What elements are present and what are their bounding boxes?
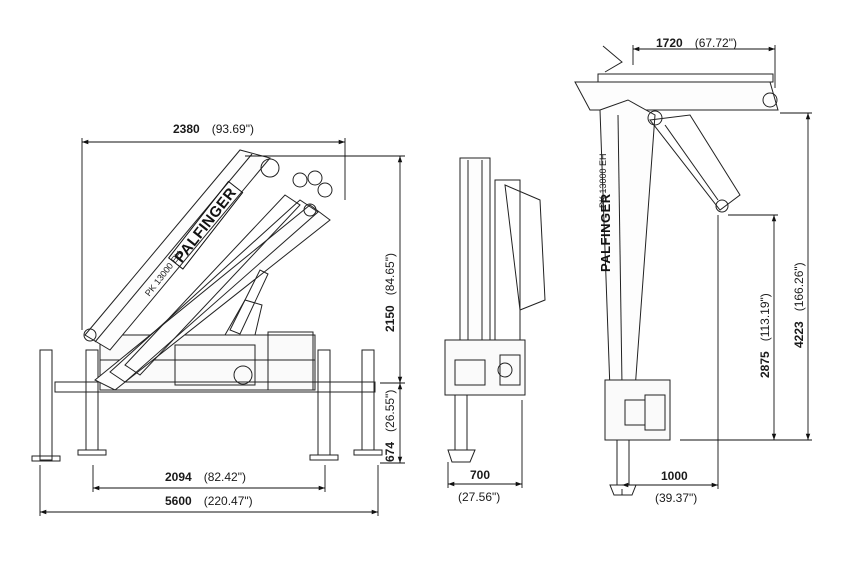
- reach-total-in: (166.26"): [792, 262, 806, 312]
- side-height-mm: 2150: [383, 305, 397, 332]
- side-width-mm: 2380: [173, 122, 200, 136]
- side-stab-low-in: (26.55"): [383, 389, 397, 432]
- side-stab-outer-mm: 5600: [165, 494, 192, 508]
- side-stab-outer-dimension: 5600 (220.47"): [165, 494, 253, 508]
- reach-base-mm: 1000: [661, 469, 688, 483]
- dimension-lines: [39, 45, 812, 516]
- side-stab-outer-in: (220.47"): [203, 494, 253, 508]
- side-width-dimension: 2380 (93.69"): [173, 122, 254, 136]
- side-stab-low-mm: 674: [383, 441, 397, 462]
- reach-mid-dimension: 2875 (113.19"): [758, 293, 772, 378]
- side-stab-low-dimension: 674 (26.55"): [383, 390, 397, 462]
- side-height-dimension: 2150 (84.65"): [383, 253, 397, 332]
- end-width-in: (27.56"): [458, 490, 501, 504]
- end-width-mm: 700: [470, 468, 491, 482]
- reach-view-crane: [574, 45, 779, 496]
- reach-top-in: (67.72"): [694, 36, 737, 50]
- reach-total-dimension: 4223 (166.26"): [792, 262, 806, 348]
- reach-mid-mm: 2875: [758, 351, 772, 378]
- reach-total-mm: 4223: [792, 321, 806, 348]
- side-height-in: (84.65"): [383, 253, 397, 296]
- reach-base-in: (39.37"): [655, 491, 698, 505]
- side-stab-inner-dimension: 2094 (82.42"): [165, 470, 246, 484]
- side-view-crane: [31, 149, 383, 462]
- side-stab-inner-mm: 2094: [165, 470, 192, 484]
- reach-top-dimension: 1720 (67.72"): [656, 36, 737, 50]
- reach-mid-in: (113.19"): [758, 293, 772, 342]
- reach-top-mm: 1720: [656, 36, 683, 50]
- end-view-crane: [444, 157, 546, 463]
- side-width-in: (93.69"): [211, 122, 254, 136]
- model-label-reach: PK 13000 EH: [598, 153, 608, 208]
- side-stab-inner-in: (82.42"): [203, 470, 246, 484]
